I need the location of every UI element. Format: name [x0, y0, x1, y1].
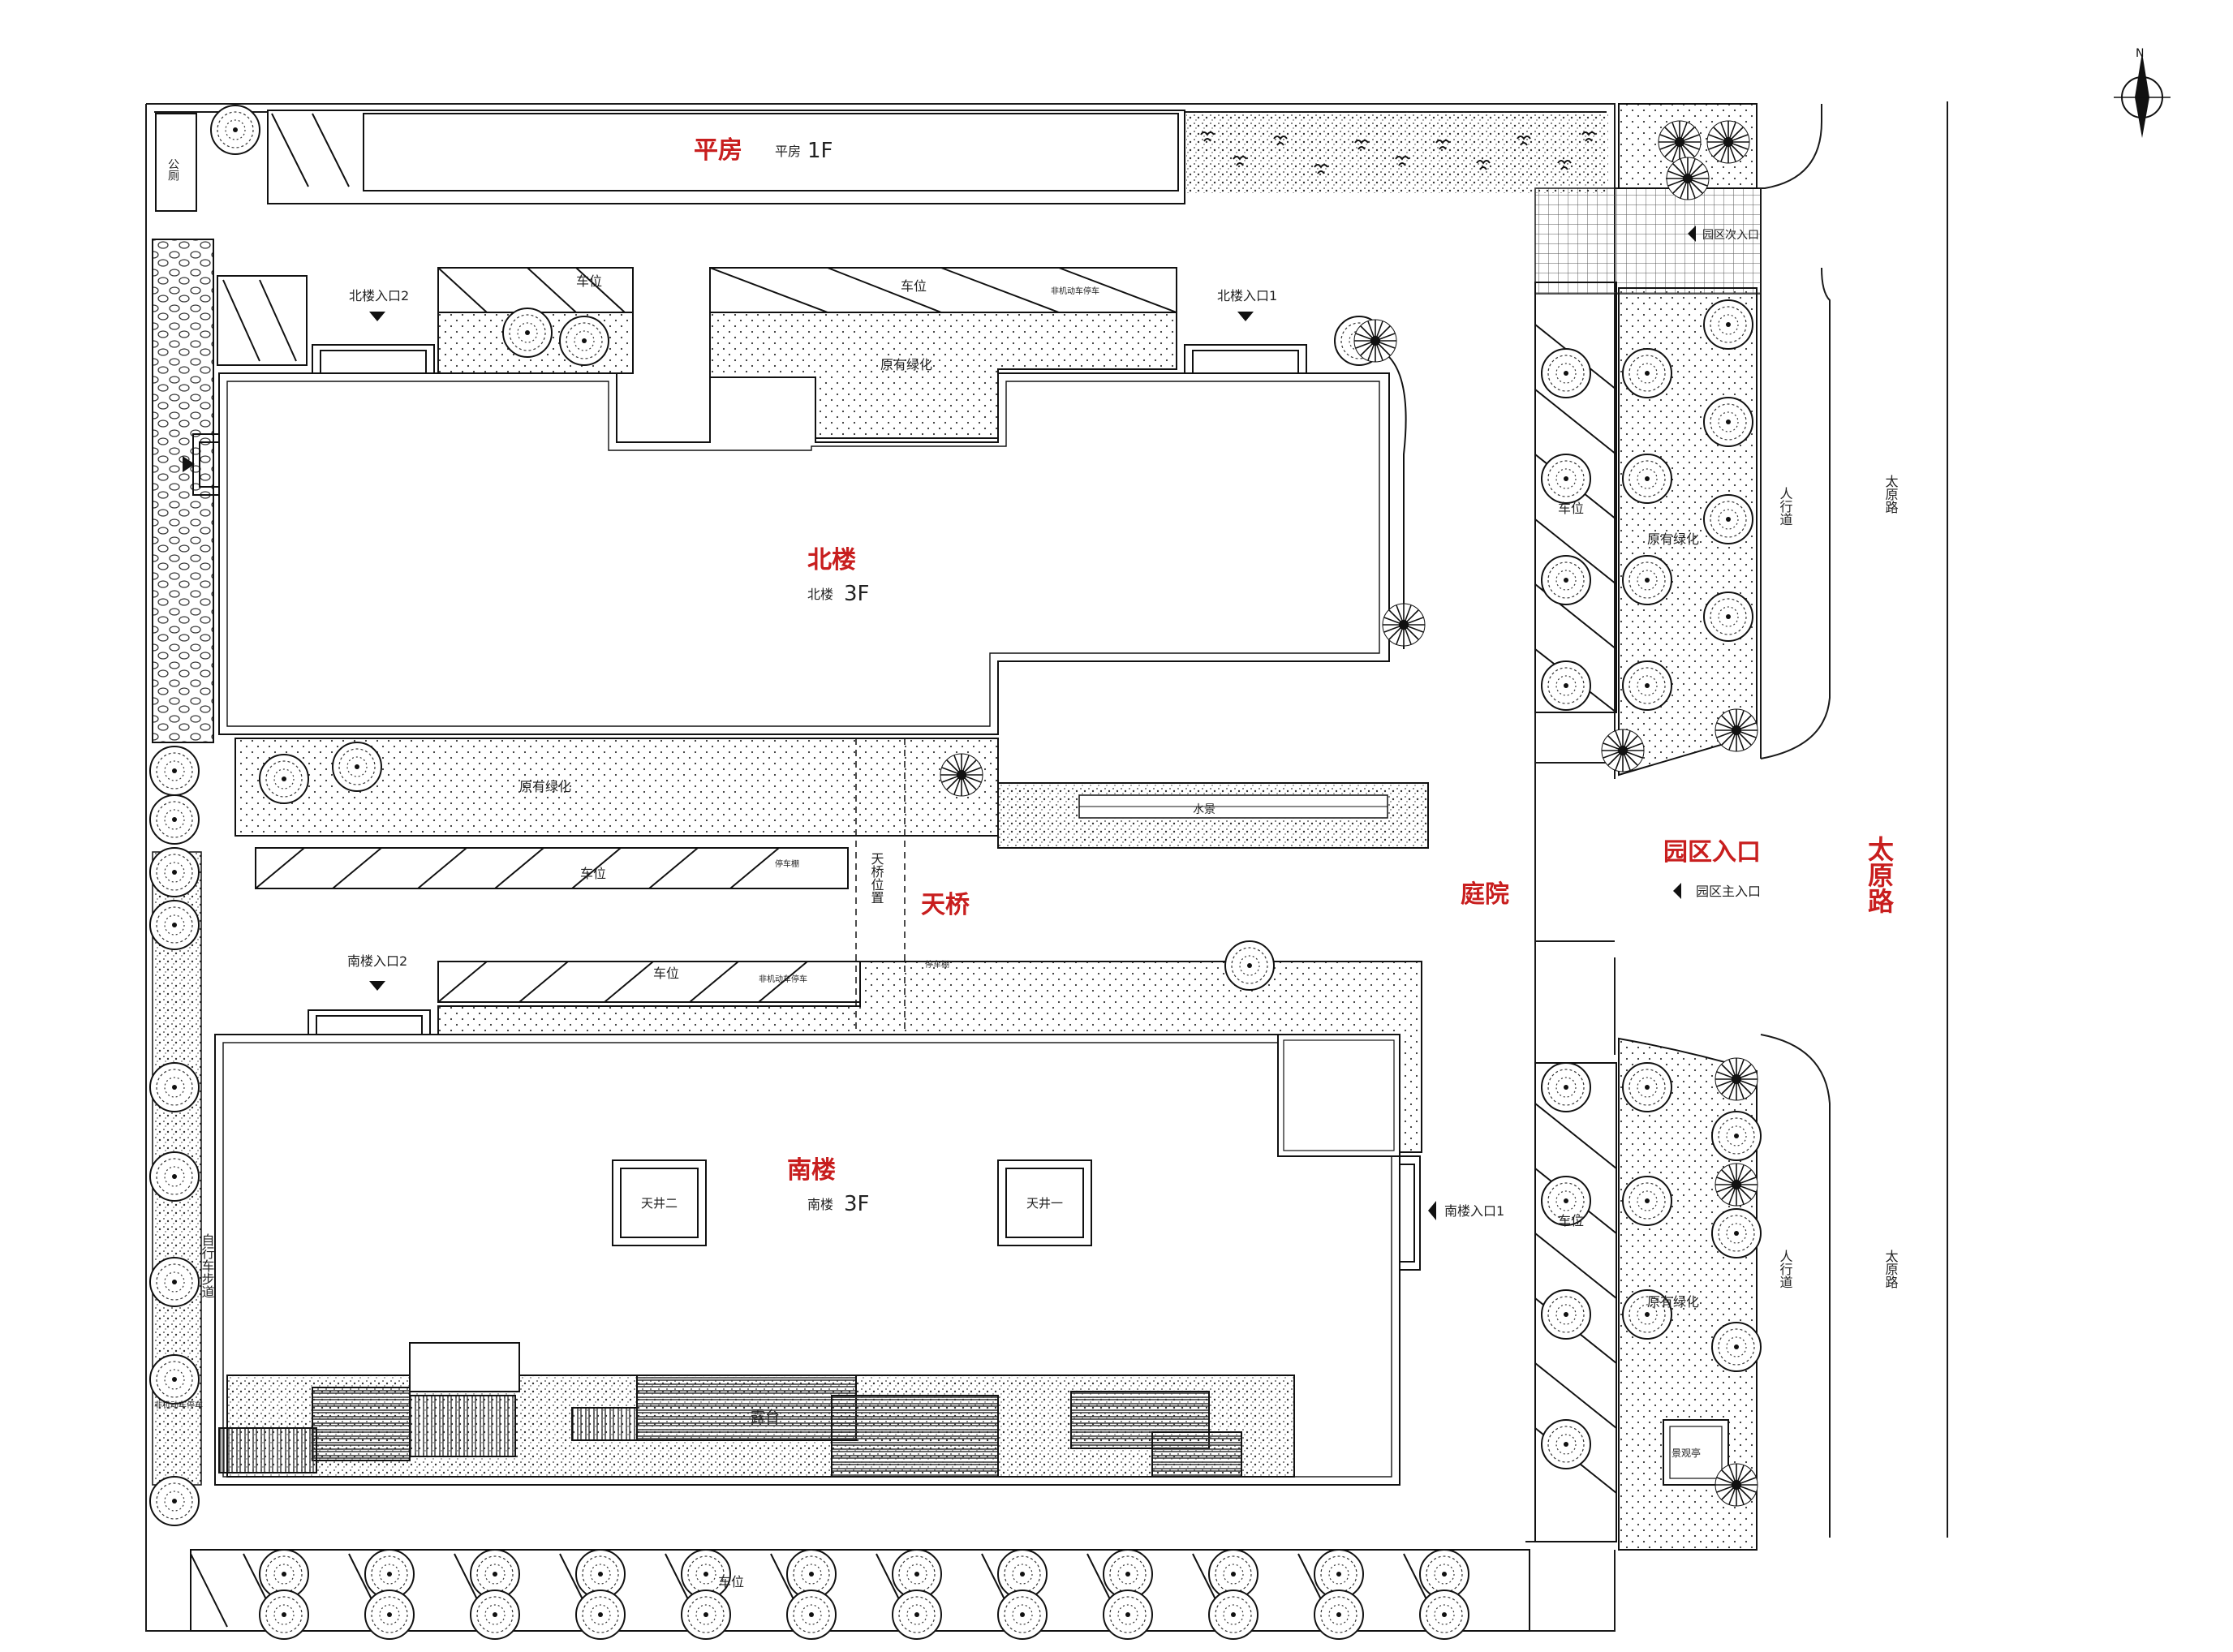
water-label: 水景: [1193, 803, 1215, 816]
pingfang-sub: 平房: [775, 144, 801, 159]
green-label-1: 原有绿化: [880, 357, 932, 372]
gongce-label: 公厕: [166, 158, 179, 181]
tianjing-1-label: 天井一: [1026, 1196, 1063, 1211]
middle-parking-north: [255, 847, 849, 889]
north-building-sub: 北楼: [807, 587, 833, 602]
south-entry1-label: 南楼入口1: [1444, 1203, 1504, 1219]
north-building-floor: 3F: [844, 582, 870, 606]
bridge-title: 天桥: [921, 891, 970, 919]
sidewalk-label-2: 人行道: [1778, 1250, 1793, 1288]
taiyuan-road-label-1: 太原路: [1883, 475, 1899, 514]
north-arrow-icon: [2114, 53, 2171, 138]
main-entry-label: 园区主入口: [1696, 884, 1761, 899]
west-pebble-strip: [152, 239, 214, 743]
parking-label-2: 车位: [901, 278, 927, 294]
park-entrance-title: 园区入口: [1663, 838, 1761, 867]
bridge-position-label: 天桥位置: [869, 852, 884, 904]
tianjing-2-label: 天井二: [641, 1196, 678, 1211]
small-label-4: 停车棚: [925, 959, 949, 970]
pingfang-floor: 1F: [807, 139, 833, 163]
south-building-title: 南楼: [787, 1156, 836, 1185]
tianjing-2: [612, 1159, 707, 1246]
tianjing-1: [997, 1159, 1092, 1246]
green-label-4: 原有绿化: [1647, 1294, 1699, 1310]
secondary-entrance-paving: [1534, 187, 1762, 295]
parking-label-1: 车位: [576, 273, 602, 289]
south-building-sub: 南楼: [807, 1197, 833, 1212]
north-building: [218, 372, 1390, 735]
green-label-3: 原有绿化: [1647, 531, 1699, 547]
small-label-2: 停车棚: [775, 858, 799, 869]
north-arrow-label: N: [2136, 47, 2144, 60]
sidewalk-label-1: 人行道: [1778, 487, 1793, 526]
taiyuan-road-label-2: 太原路: [1883, 1250, 1899, 1288]
deck-label: 露台: [751, 1409, 780, 1426]
pingfang-title: 平房: [694, 136, 742, 165]
north-entry2-label: 北楼入口2: [349, 288, 409, 303]
courtyard-title: 庭院: [1461, 880, 1509, 909]
taiyuan-road-title: 太原路: [1864, 836, 1895, 914]
bike-path-label: 自行车步道: [200, 1233, 215, 1298]
parking-label-5: 车位: [718, 1574, 744, 1590]
parking-label-3: 车位: [580, 866, 606, 881]
south-building-floor: 3F: [844, 1192, 870, 1216]
small-label-3: 非机动车停车: [759, 974, 807, 984]
secondary-entry-label: 园区次入口: [1702, 229, 1759, 242]
north-building-title: 北楼: [807, 546, 856, 574]
bike-parking-label: 非机动车停车: [154, 1400, 203, 1410]
gongce-block: [155, 113, 197, 212]
green-label-2: 原有绿化: [519, 779, 571, 794]
north-east-hedge: [1388, 356, 1407, 649]
north-top-parking: [217, 267, 1177, 366]
pingfang-building: [267, 110, 1608, 204]
parking-label-east-2: 车位: [1558, 1213, 1584, 1228]
pavilion-label: 景观亭: [1672, 1447, 1701, 1459]
parking-label-east-1: 车位: [1558, 501, 1584, 516]
parking-label-4: 车位: [653, 966, 679, 981]
south-entry2-label: 南楼入口2: [347, 953, 407, 969]
south-deck-area: [218, 1342, 1295, 1478]
entrance-arrows: [183, 226, 1696, 1220]
small-label-1: 非机动车停车: [1051, 286, 1099, 296]
north-entry1-label: 北楼入口1: [1217, 288, 1277, 303]
